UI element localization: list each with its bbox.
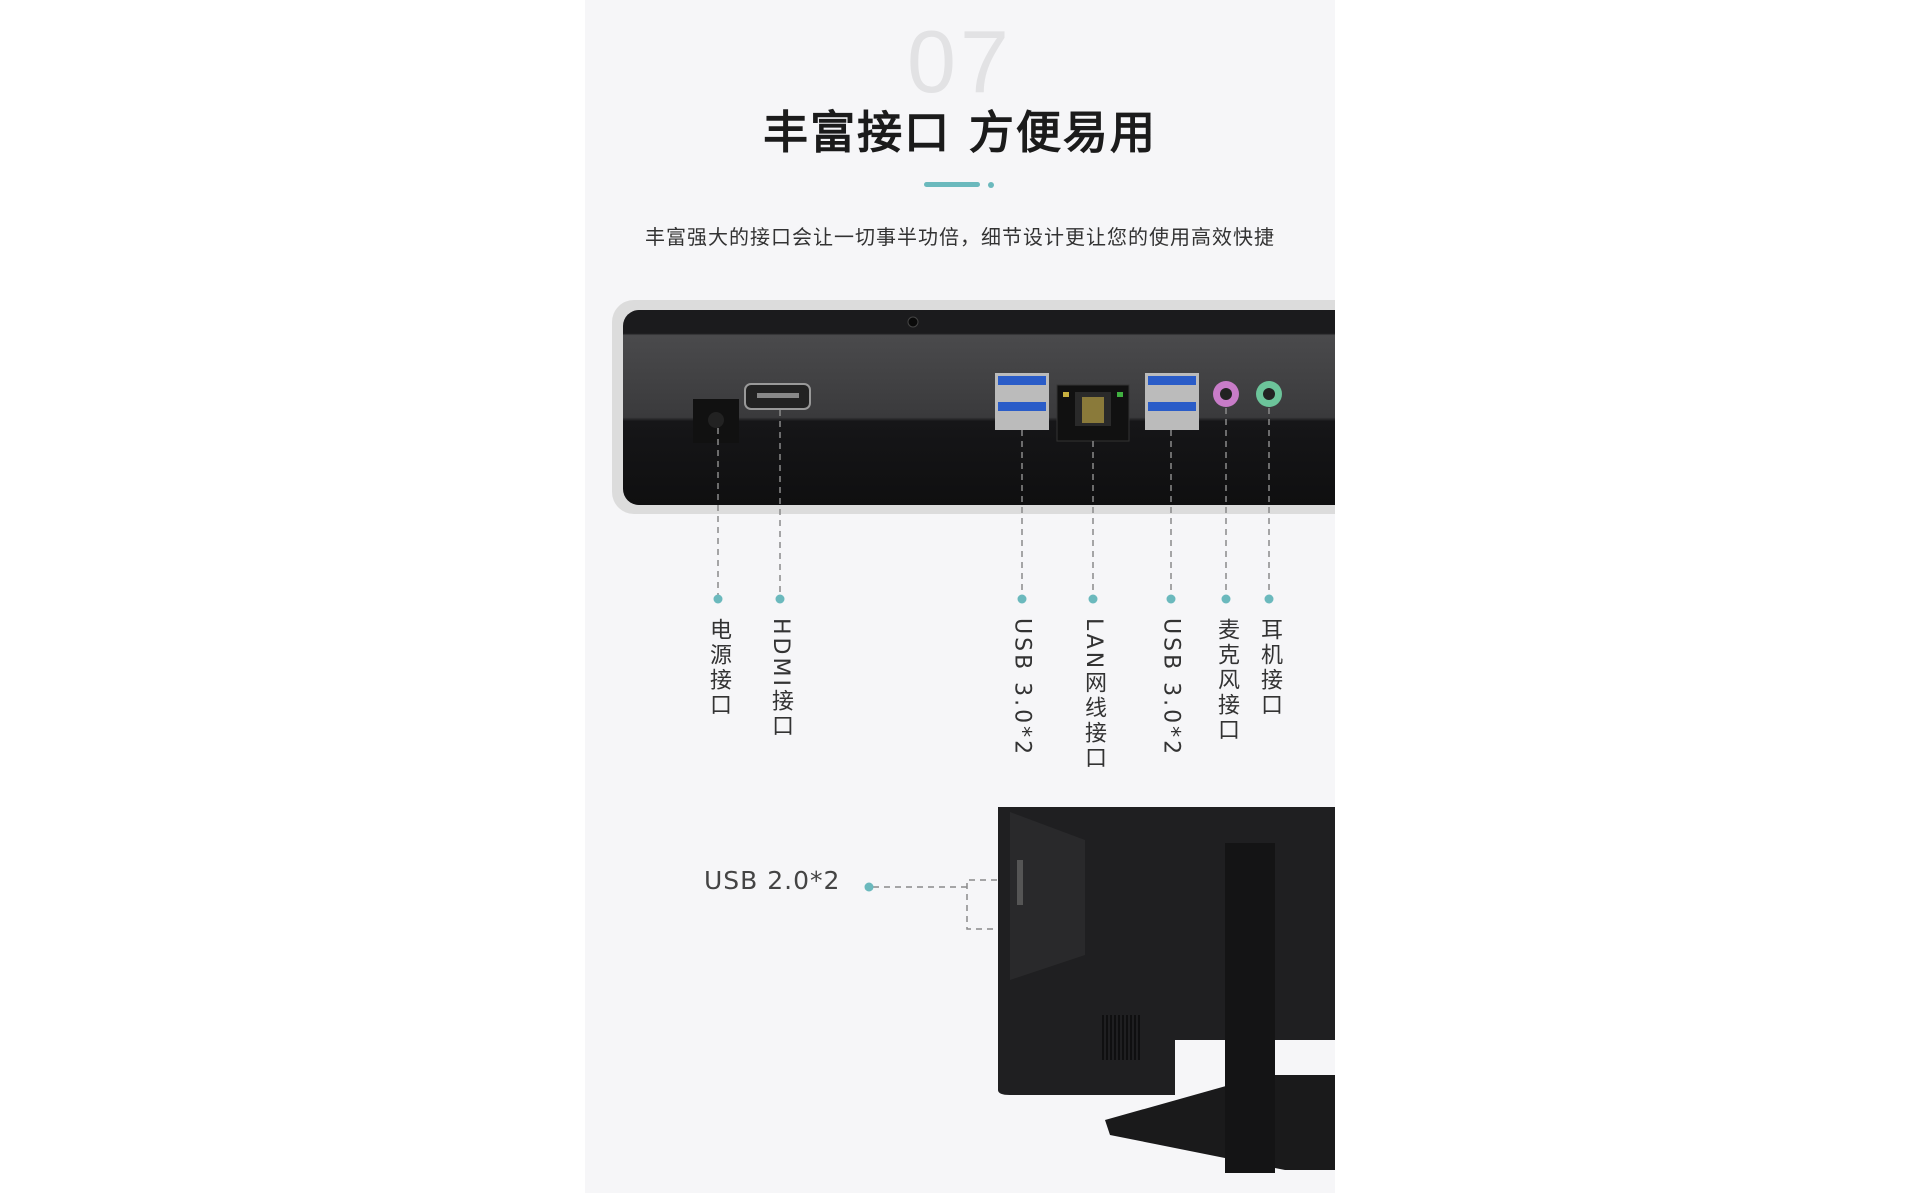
port-label-lan: LAN网线接口: [1081, 618, 1106, 772]
leader-lines: [717, 408, 1270, 595]
accent-bar: [924, 182, 980, 187]
usb3-port-right: [1145, 373, 1199, 430]
port-label-hdmi: HDMI接口: [768, 618, 793, 739]
port-label-usb3-left: USB 3.0*2: [1009, 618, 1035, 758]
leader-dots: [713, 594, 1274, 604]
section-number: 07: [907, 12, 1013, 111]
product-illustration: [612, 300, 1335, 1193]
port-label-headphone: 耳机接口: [1257, 618, 1282, 718]
monitor-rear-photo: [998, 807, 1335, 1193]
port-label-usb2: USB 2.0*2: [704, 866, 841, 895]
subtitle: 丰富强大的接口会让一切事半功倍，细节设计更让您的使用高效快捷: [645, 225, 1275, 249]
accent-dot: [988, 182, 994, 188]
port-panel-photo: [612, 300, 1335, 514]
usb2-dot: [864, 882, 874, 892]
usb3-port-left: [995, 373, 1049, 430]
port-label-usb3-right: USB 3.0*2: [1158, 618, 1184, 758]
page-title: 丰富接口 方便易用: [763, 106, 1157, 159]
content-panel: 07 丰富接口 方便易用 丰富强大的接口会让一切事半功倍，细节设计更让您的使用高…: [585, 0, 1335, 1193]
usb2-leader: [873, 879, 997, 930]
port-label-mic: 麦克风接口: [1214, 618, 1239, 743]
lan-port: [1056, 384, 1130, 442]
port-label-power: 电源接口: [706, 618, 731, 718]
